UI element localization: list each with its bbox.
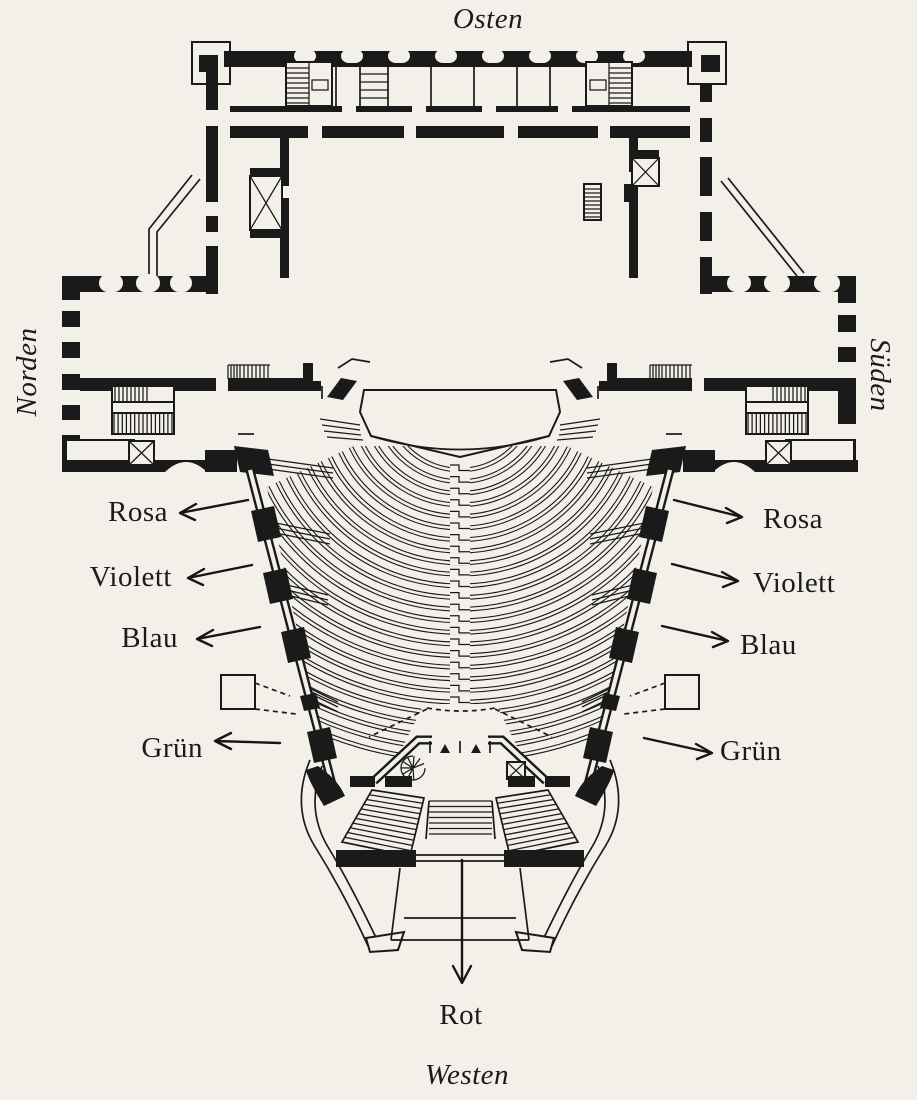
lower-podium xyxy=(306,735,614,806)
label-exit-rosa-left: Rosa xyxy=(108,496,168,528)
arrow-rosa-right xyxy=(672,498,744,525)
label-exit-violett-right: Violett xyxy=(753,567,836,599)
dashed-boundaries xyxy=(368,707,553,738)
arrow-violett-left xyxy=(186,563,254,587)
arrow-rosa-left xyxy=(178,498,250,522)
label-exit-rot: Rot xyxy=(439,999,483,1031)
arrow-gruen-left xyxy=(213,731,282,751)
label-exit-blau-right: Blau xyxy=(740,629,797,661)
label-compass-westen: Westen xyxy=(424,1059,510,1091)
south-wing xyxy=(599,274,858,476)
elevator-north-wing xyxy=(128,440,155,466)
stage-platform xyxy=(319,358,601,459)
arrow-violett-right xyxy=(670,562,740,589)
top-wall-window-gaps xyxy=(294,49,645,63)
arrow-blau-right xyxy=(660,624,730,649)
label-exit-gruen-right: Grün xyxy=(720,735,782,767)
podium-elevator xyxy=(506,761,526,780)
label-compass-osten: Osten xyxy=(452,3,524,35)
elevator-south-wing xyxy=(765,440,792,466)
spiral-stair xyxy=(400,755,426,781)
arrow-blau-left xyxy=(195,625,262,648)
label-exit-violett-left: Violett xyxy=(89,561,172,593)
pillar-box-right xyxy=(664,674,700,710)
entrance-foyer xyxy=(300,759,620,954)
stage-house-stair-left xyxy=(285,61,333,107)
label-exit-gruen-left: Grün xyxy=(141,732,203,764)
arrow-gruen-right xyxy=(642,736,714,761)
label-compass-sueden: Süden xyxy=(864,338,896,412)
auditorium-seating-rows xyxy=(258,446,662,763)
arrow-rot xyxy=(451,858,473,985)
stage-house xyxy=(148,41,805,294)
auditorium-walls xyxy=(220,458,700,794)
stage-house-stair-right xyxy=(585,61,633,107)
north-wing xyxy=(61,274,321,476)
label-exit-rosa-right: Rosa xyxy=(763,503,823,535)
elevator-right xyxy=(624,150,660,202)
annotation-arrows xyxy=(178,498,744,985)
elevator-left xyxy=(249,168,283,238)
label-exit-blau-left: Blau xyxy=(121,622,178,654)
label-compass-norden: Norden xyxy=(11,327,43,417)
pillar-box-left xyxy=(220,674,256,710)
